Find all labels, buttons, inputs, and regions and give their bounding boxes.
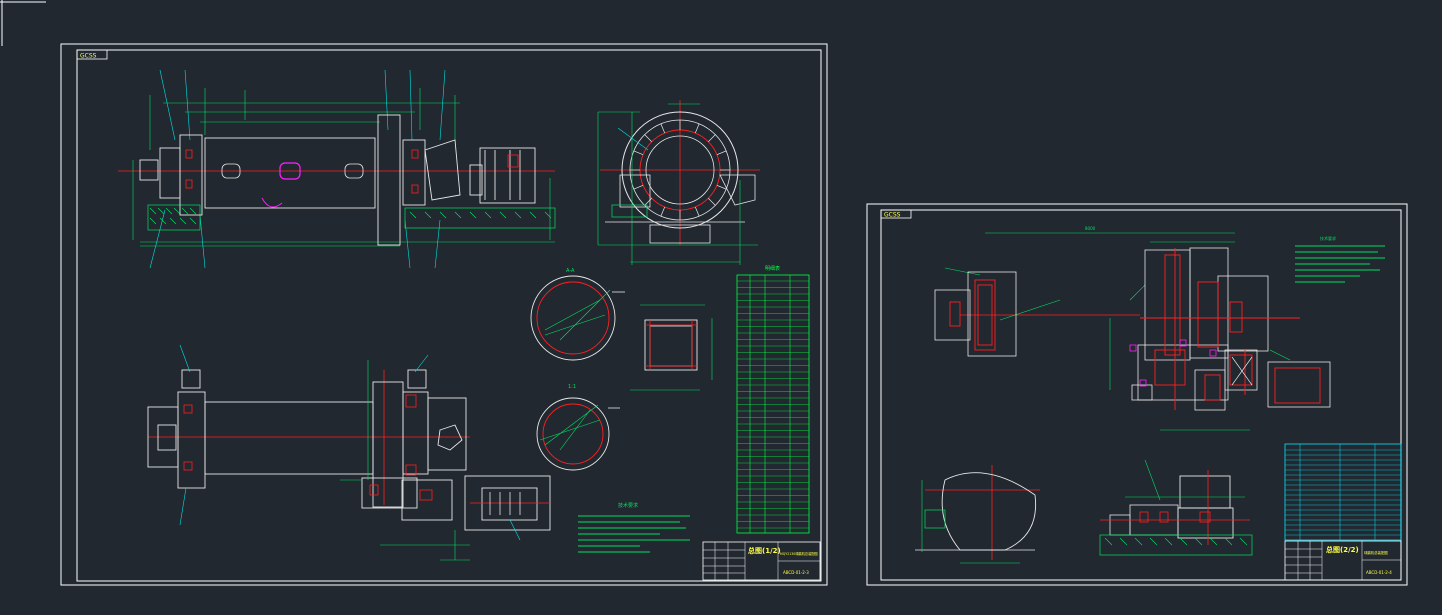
- sheet-2-title-block[interactable]: 总图(2/2) 球磨机总装配图 ABCD-01-2-4: [1284, 540, 1402, 581]
- gear-ring-end-view[interactable]: [597, 100, 760, 265]
- sheet-1-title-block[interactable]: 总图(1/2) MQY2130球磨机总装配图 ABCD-01-2-3: [702, 541, 821, 581]
- sheet-1-drawing-code: ABCD-01-2-3: [783, 570, 809, 575]
- sheet-1-tag: GCSS: [80, 53, 97, 60]
- mill-front-elevation[interactable]: [118, 69, 556, 269]
- gear-detail-views[interactable]: [530, 275, 625, 471]
- sheet-1-tech-requirements: 技术要求: [578, 502, 690, 553]
- sheet-2-parts-table[interactable]: [1284, 443, 1402, 541]
- sheet-1-drawing-name: MQY2130球磨机总装配图: [780, 551, 818, 556]
- sheet-1-tech-req-title: 技术要求: [618, 502, 638, 509]
- sheet-1-title-label: 总图(1/2): [748, 546, 781, 555]
- sheet-2-inner-frame: [880, 209, 1402, 581]
- foundation-plan-view[interactable]: 8000: [934, 226, 1385, 431]
- drive-elevation-view[interactable]: [1099, 459, 1253, 556]
- bearing-housing-icon[interactable]: [630, 304, 713, 391]
- mill-plan-view[interactable]: [147, 344, 551, 561]
- sheet-2[interactable]: GCSS 8000: [866, 203, 1408, 586]
- sheet-2-outer-frame: [866, 203, 1408, 586]
- sheet-2-drawing-code: ABCD-01-2-4: [1366, 570, 1392, 575]
- sheet-1-table-title: 明细表: [765, 265, 780, 272]
- sheet-1-inner-frame: [76, 49, 822, 582]
- scoop-detail-view[interactable]: [915, 465, 1040, 564]
- ball-mill-drum-icon: [139, 114, 536, 246]
- sheet-2-tag: GCSS: [884, 212, 901, 219]
- sheet-2-dim-main: 8000: [1085, 226, 1096, 231]
- motor-icon: [489, 492, 521, 515]
- foundation-hatch-icon: [147, 204, 556, 231]
- viewport-corner-marker: [0, 0, 46, 46]
- view-label-a: A-A: [566, 268, 575, 274]
- sheet-2-drawing-name: 球磨机总装配图: [1364, 550, 1388, 555]
- sheet-1-tag-box: [76, 49, 108, 60]
- sheet-1-parts-table[interactable]: 明细表: [736, 265, 810, 534]
- sheet-2-tag-box: [880, 209, 912, 219]
- sheet-2-title-label: 总图(2/2): [1326, 545, 1359, 554]
- scale-label: 1:1: [568, 384, 576, 390]
- sheet-1[interactable]: GCSS: [60, 43, 828, 586]
- sheet-2-tech-req-title: 技术要求: [1320, 235, 1336, 241]
- sheet-1-outer-frame: [60, 43, 828, 586]
